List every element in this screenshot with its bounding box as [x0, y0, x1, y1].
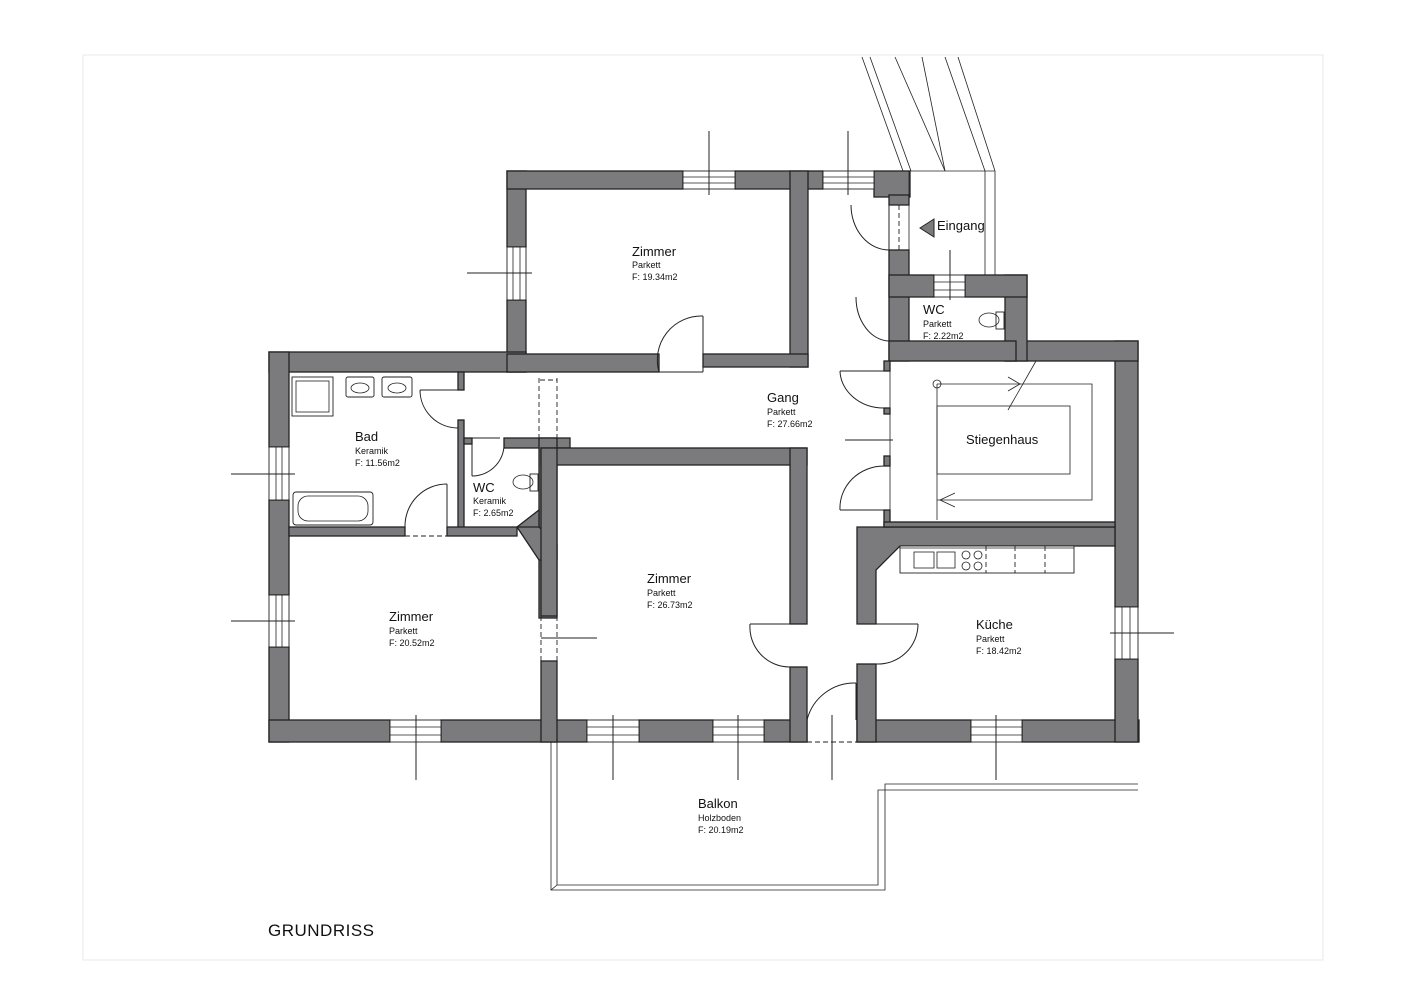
svg-text:Bad: Bad	[355, 429, 378, 444]
svg-text:Küche: Küche	[976, 617, 1013, 632]
svg-text:WC: WC	[923, 302, 945, 317]
svg-text:Parkett: Parkett	[647, 588, 676, 598]
room-label-gang: Gang Parkett F: 27.66m2	[767, 390, 813, 429]
svg-text:Keramik: Keramik	[473, 496, 507, 506]
svg-text:F: 27.66m2: F: 27.66m2	[767, 419, 813, 429]
svg-text:Parkett: Parkett	[632, 260, 661, 270]
room-label-wc-right: WC Parkett F: 2.22m2	[923, 302, 964, 341]
svg-text:F: 26.73m2: F: 26.73m2	[647, 600, 693, 610]
svg-text:Parkett: Parkett	[389, 626, 418, 636]
svg-text:Zimmer: Zimmer	[632, 244, 677, 259]
svg-text:F: 2.22m2: F: 2.22m2	[923, 331, 964, 341]
svg-text:F: 19.34m2: F: 19.34m2	[632, 272, 678, 282]
room-label-zimmer-left: Zimmer Parkett F: 20.52m2	[389, 609, 435, 648]
svg-text:Gang: Gang	[767, 390, 799, 405]
svg-text:Parkett: Parkett	[767, 407, 796, 417]
room-label-kueche: Küche Parkett F: 18.42m2	[976, 617, 1022, 656]
interior-walls	[288, 353, 1116, 743]
room-label-balkon: Balkon Holzboden F: 20.19m2	[698, 796, 744, 835]
room-label-stiegenhaus: Stiegenhaus	[966, 432, 1039, 447]
axis-markers	[231, 131, 1174, 780]
drawing-title: GRUNDRISS	[268, 921, 375, 940]
entrance-label: Eingang	[937, 218, 985, 233]
page-frame	[82, 54, 1324, 961]
room-label-zimmer-mid: Zimmer Parkett F: 26.73m2	[647, 571, 693, 610]
svg-text:Zimmer: Zimmer	[647, 571, 692, 586]
entrance-stairs	[861, 56, 996, 275]
balcony-outline	[550, 742, 1138, 891]
entrance-arrow-icon	[919, 218, 935, 238]
svg-text:F: 11.56m2: F: 11.56m2	[355, 458, 400, 468]
svg-text:Parkett: Parkett	[976, 634, 1005, 644]
doors	[404, 204, 919, 743]
svg-text:Balkon: Balkon	[698, 796, 738, 811]
svg-text:Holzboden: Holzboden	[698, 813, 741, 823]
staircase	[889, 360, 1116, 523]
svg-text:F: 20.52m2: F: 20.52m2	[389, 638, 435, 648]
svg-text:Zimmer: Zimmer	[389, 609, 434, 624]
svg-text:F: 20.19m2: F: 20.19m2	[698, 825, 744, 835]
svg-text:F: 2.65m2: F: 2.65m2	[473, 508, 514, 518]
room-label-zimmer-top: Zimmer Parkett F: 19.34m2	[632, 244, 678, 282]
room-label-wc-left: WC Keramik F: 2.65m2	[473, 480, 514, 518]
svg-text:WC: WC	[473, 480, 495, 495]
kitchen-counter	[899, 545, 1075, 574]
room-label-bad: Bad Keramik F: 11.56m2	[355, 429, 400, 468]
svg-text:Parkett: Parkett	[923, 319, 952, 329]
bathroom-fixtures	[291, 311, 1005, 526]
svg-text:Keramik: Keramik	[355, 446, 389, 456]
svg-text:F: 18.42m2: F: 18.42m2	[976, 646, 1022, 656]
